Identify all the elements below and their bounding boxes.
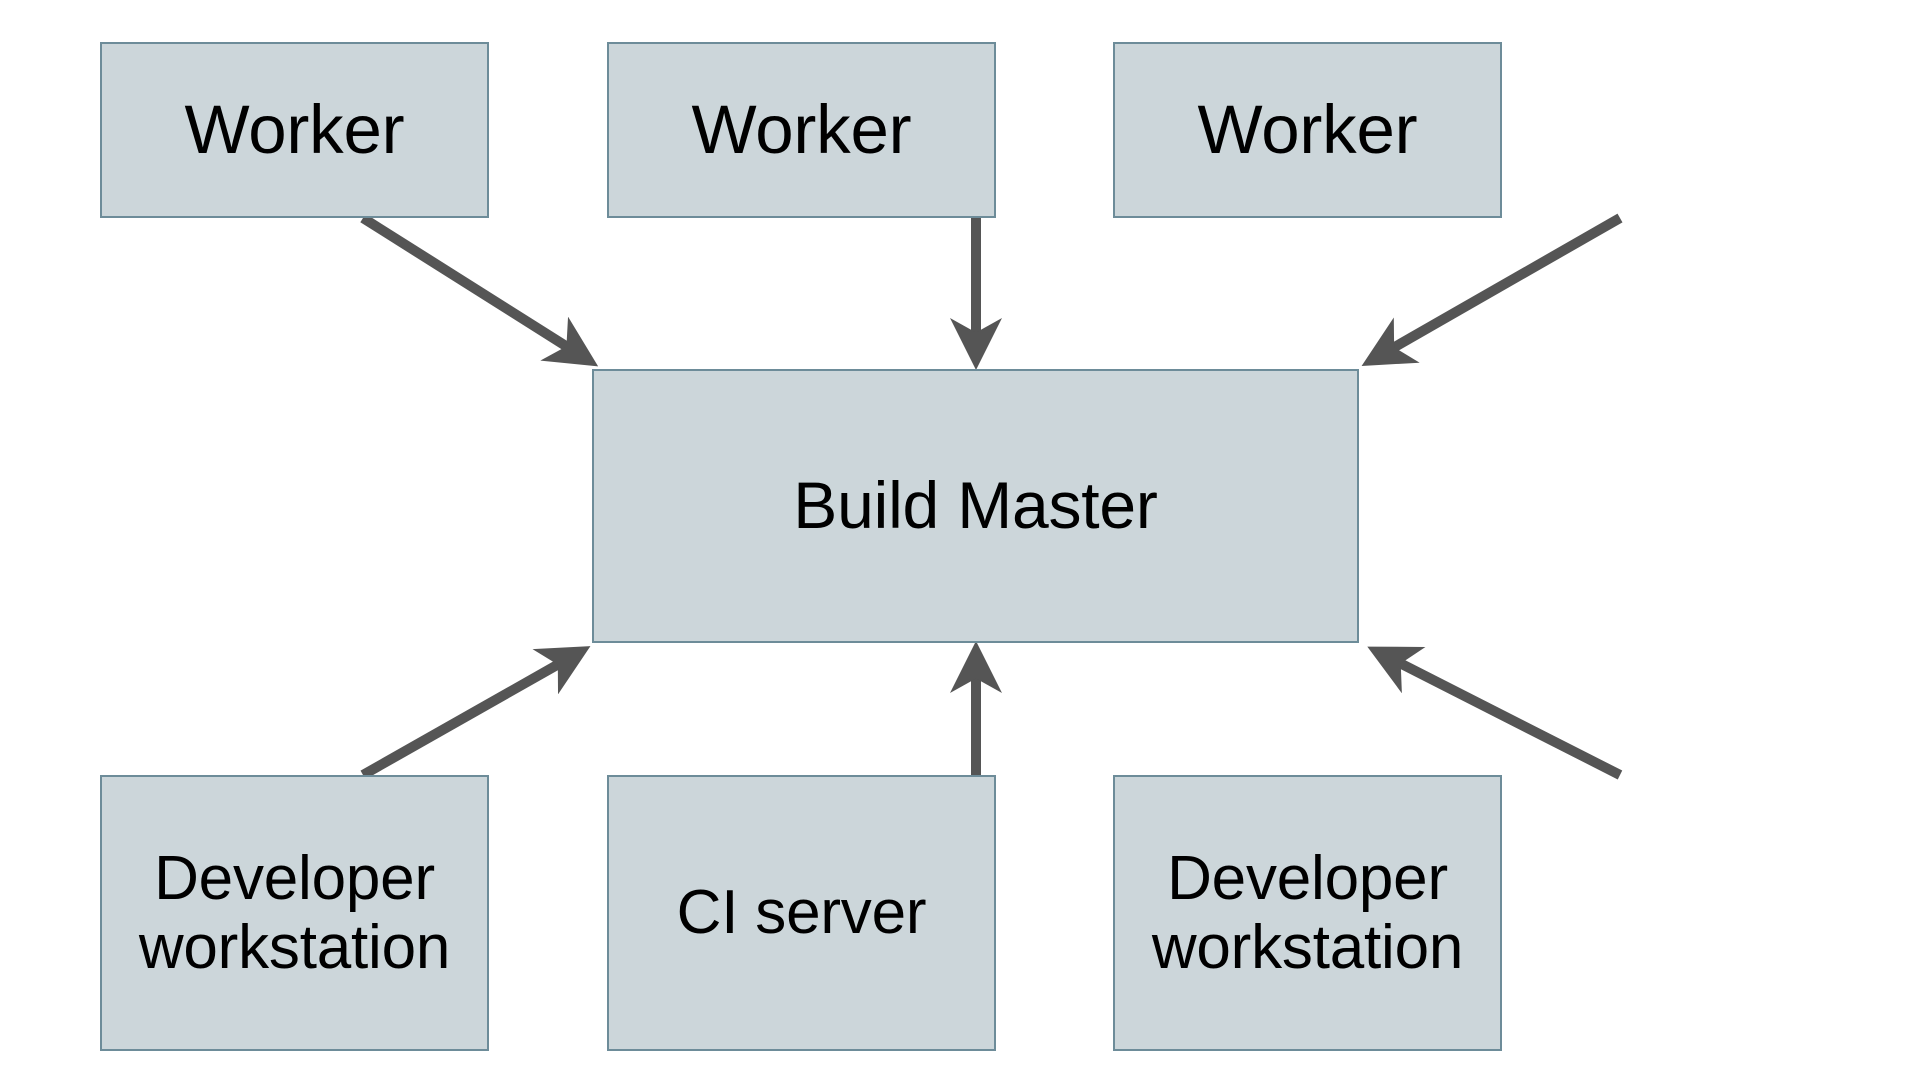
node-worker-2[interactable]: Worker <box>607 42 996 218</box>
node-label-dev-workstation-2: Developer workstation <box>1151 843 1464 982</box>
node-label-worker-3: Worker <box>1197 91 1418 169</box>
node-label-build-master: Build Master <box>793 468 1158 543</box>
edge-dev-workstation-1-to-build-master <box>360 646 591 780</box>
edge-worker-3-to-build-master <box>1361 213 1623 366</box>
node-worker-1[interactable]: Worker <box>100 42 489 218</box>
node-label-ci-server: CI server <box>676 878 927 948</box>
node-label-dev-workstation-1: Developer workstation <box>138 843 451 982</box>
node-label-worker-1: Worker <box>184 91 405 169</box>
node-ci-server[interactable]: CI server <box>607 775 996 1051</box>
edge-dev-workstation-2-to-build-master <box>1367 646 1623 780</box>
edge-worker-1-to-build-master <box>360 213 599 367</box>
node-label-worker-2: Worker <box>691 91 912 169</box>
node-dev-workstation-1[interactable]: Developer workstation <box>100 775 489 1051</box>
node-build-master[interactable]: Build Master <box>592 369 1359 643</box>
node-dev-workstation-2[interactable]: Developer workstation <box>1113 775 1502 1051</box>
node-worker-3[interactable]: Worker <box>1113 42 1502 218</box>
